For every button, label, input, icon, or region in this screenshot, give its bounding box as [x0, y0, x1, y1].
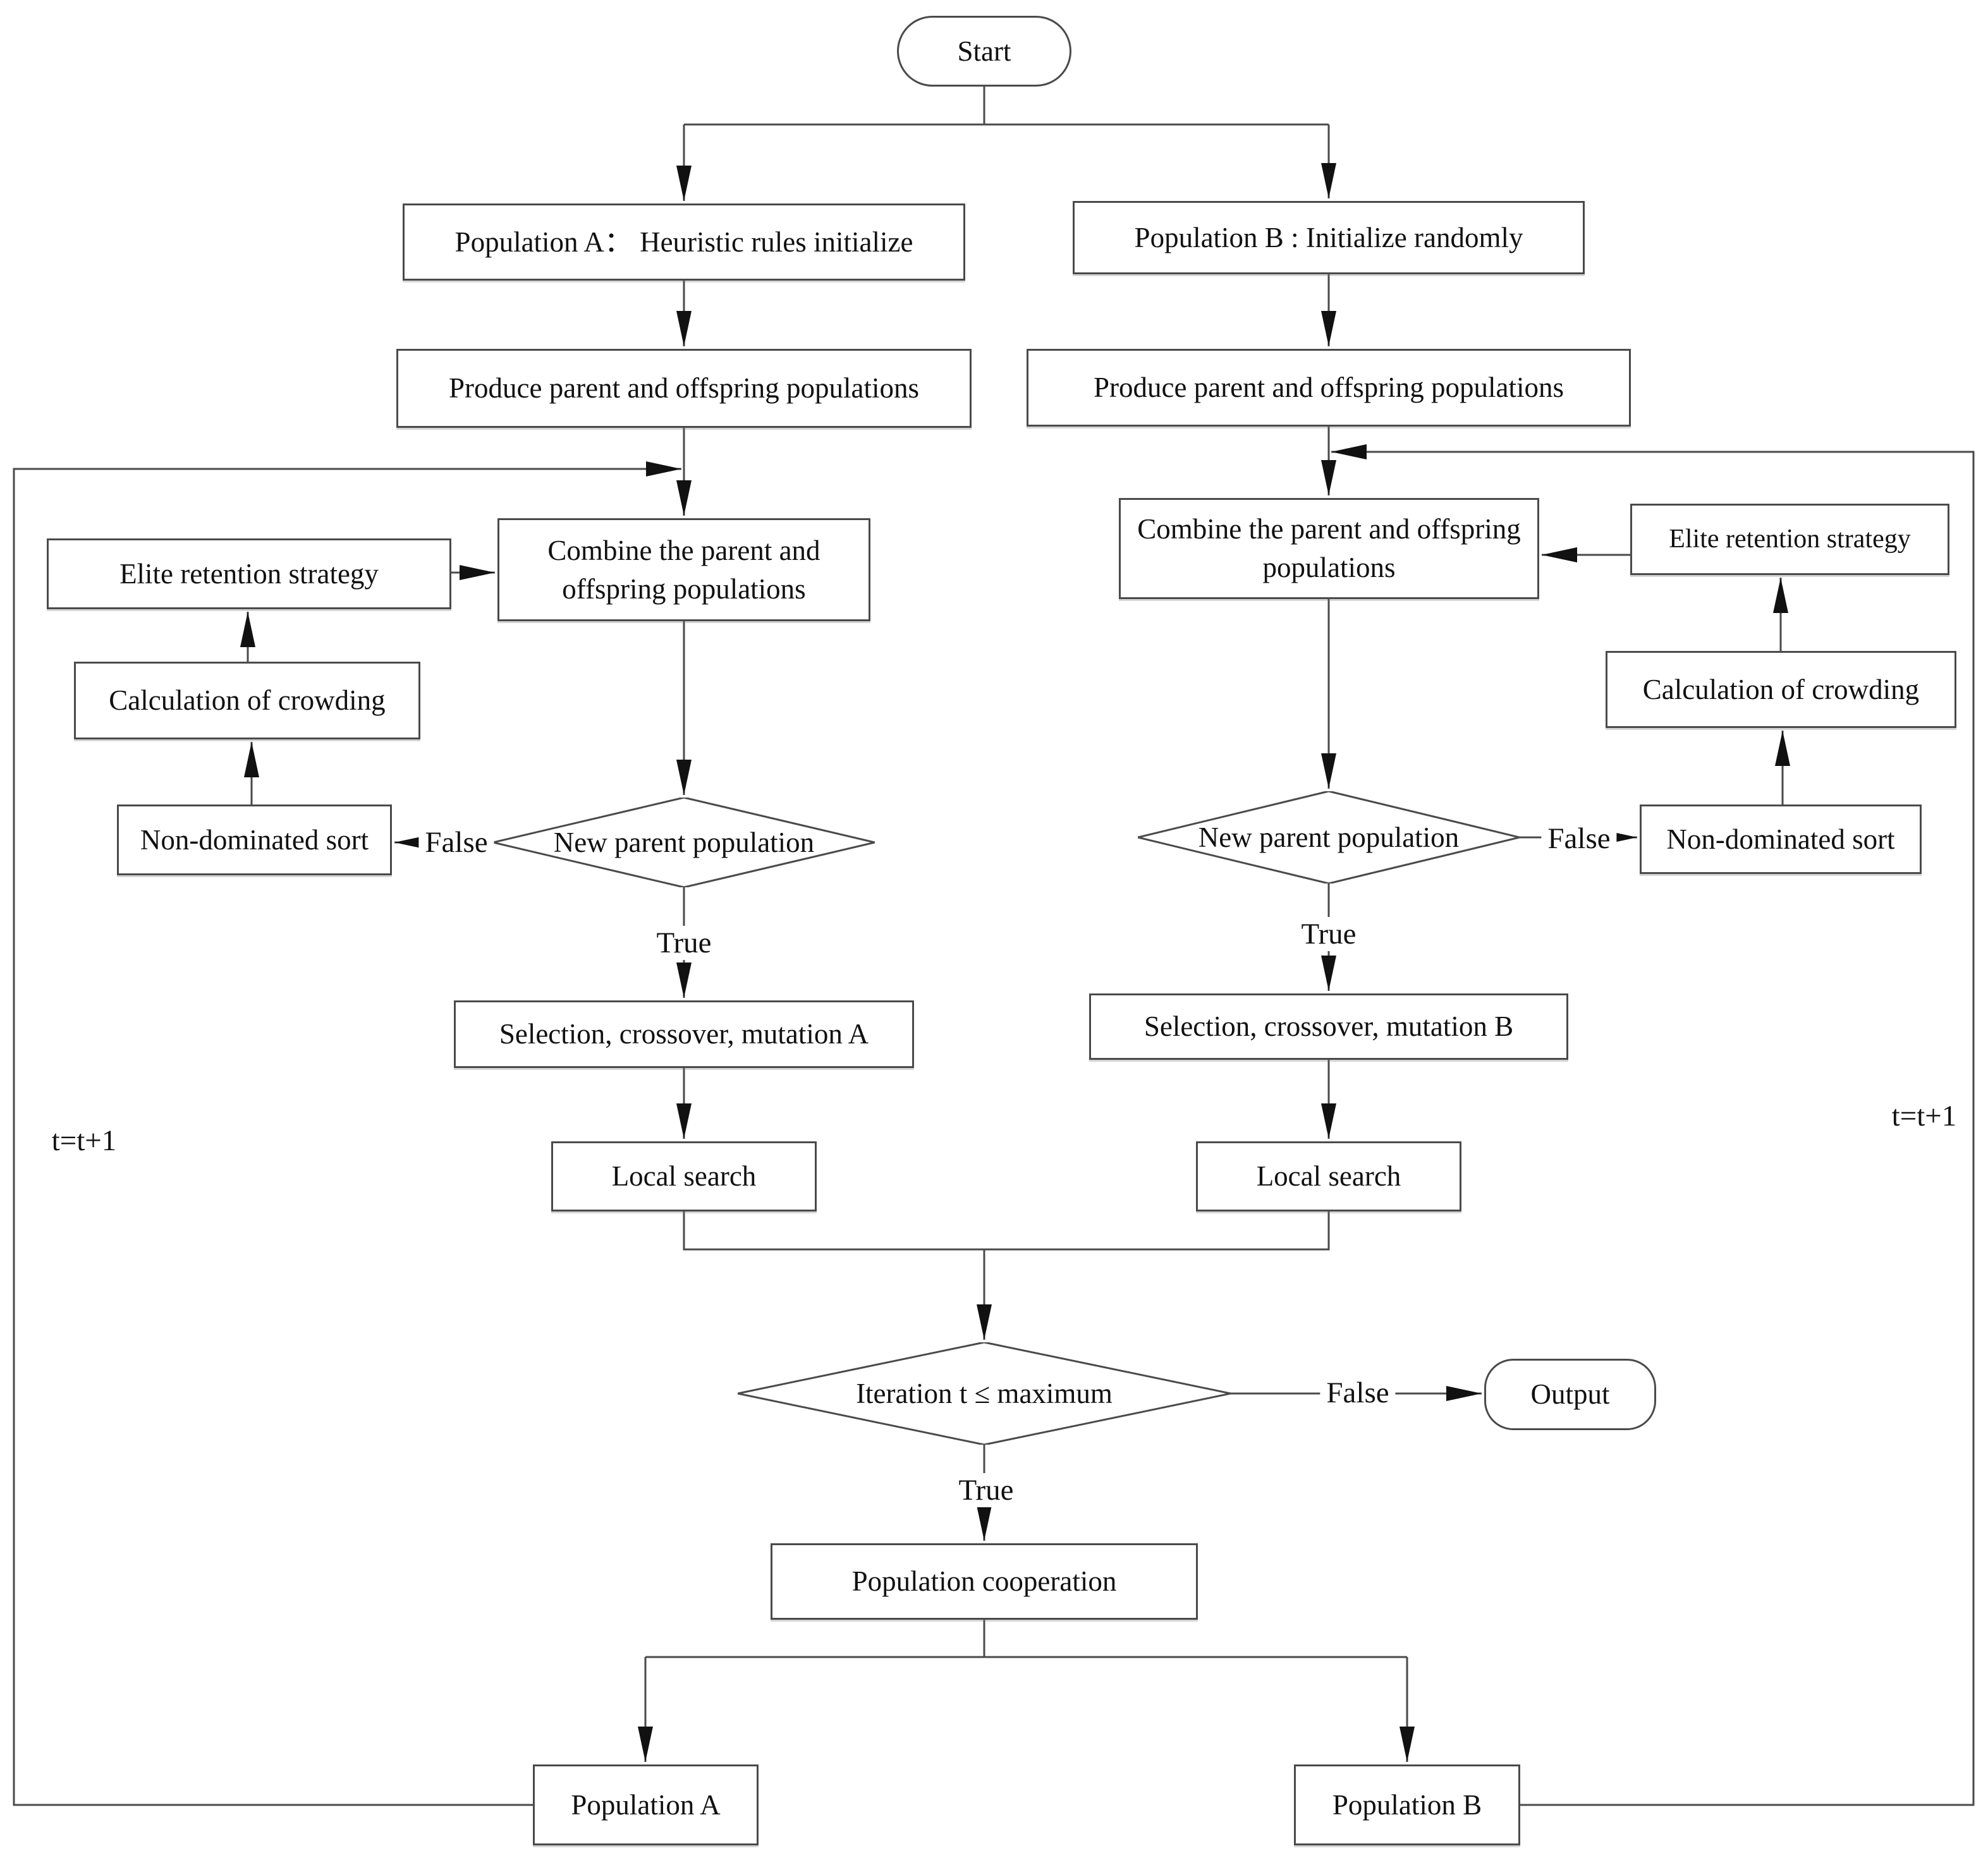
node-selection-a-label: Selection, crossover, mutation A	[499, 1018, 869, 1050]
edge-loop-right	[1331, 444, 1975, 1806]
edge-loop-left	[13, 461, 681, 1806]
node-elite-b: Elite retention strategy	[1630, 504, 1949, 575]
node-combine-a-label: Combine the parent and offspring populat…	[547, 534, 820, 605]
label-false-b: False	[1541, 822, 1617, 856]
label-false-iteration: False	[1320, 1376, 1396, 1410]
node-population-b-init: Population B : Initialize randomly	[1073, 201, 1585, 274]
decision-shape	[738, 1342, 1231, 1445]
node-nondominated-b: Non-dominated sort	[1640, 805, 1922, 874]
node-crowding-b: Calculation of crowding	[1606, 651, 1956, 728]
node-output-label: Output	[1530, 1378, 1610, 1411]
node-decision-new-parent-a-label: New parent population	[553, 826, 815, 858]
node-decision-new-parent-a: New parent population	[493, 798, 875, 887]
node-local-search-b-label: Local search	[1256, 1160, 1401, 1193]
node-produce-b: Produce parent and offspring populations	[1027, 349, 1631, 427]
node-nondominated-b-label: Non-dominated sort	[1666, 823, 1895, 855]
node-decision-iteration: Iteration t ≤ maximum	[738, 1342, 1231, 1445]
node-population-cooperation: Population cooperation	[771, 1543, 1198, 1620]
node-population-a-final: Population A	[533, 1764, 759, 1845]
node-elite-a: Elite retention strategy	[47, 538, 451, 609]
node-selection-a: Selection, crossover, mutation A	[454, 1000, 914, 1068]
label-t-increment-left: t=t+1	[51, 1124, 117, 1158]
node-crowding-a-label: Calculation of crowding	[109, 684, 386, 717]
label-true-b: True	[1295, 917, 1363, 951]
label-true-a: True	[650, 926, 718, 960]
node-selection-b: Selection, crossover, mutation B	[1089, 993, 1568, 1060]
node-population-a-init-label: Population A： Heuristic rules initialize	[454, 226, 913, 258]
node-produce-b-label: Produce parent and offspring populations	[1093, 372, 1564, 404]
node-output: Output	[1484, 1359, 1656, 1430]
node-population-b-init-label: Population B : Initialize randomly	[1134, 221, 1523, 253]
node-decision-new-parent-b-label: New parent population	[1198, 821, 1460, 853]
node-elite-b-label: Elite retention strategy	[1669, 525, 1911, 554]
node-local-search-a-label: Local search	[611, 1160, 757, 1193]
node-start-label: Start	[957, 35, 1011, 67]
node-combine-a: Combine the parent and offspring populat…	[497, 518, 870, 621]
node-population-cooperation-label: Population cooperation	[851, 1565, 1117, 1598]
node-population-a-init: Population A： Heuristic rules initialize	[403, 203, 965, 281]
node-local-search-b: Local search	[1196, 1141, 1461, 1211]
label-t-increment-right: t=t+1	[1891, 1099, 1957, 1133]
decision-shape	[493, 798, 875, 887]
edge-cooperation-split	[645, 1620, 1407, 1658]
node-population-b-final: Population B	[1294, 1764, 1520, 1845]
node-population-b-final-label: Population B	[1332, 1788, 1482, 1821]
decision-shape	[1138, 791, 1520, 883]
node-start: Start	[897, 16, 1071, 87]
node-produce-a-label: Produce parent and offspring populations	[448, 372, 920, 404]
node-selection-b-label: Selection, crossover, mutation B	[1143, 1011, 1514, 1043]
node-nondominated-a: Non-dominated sort	[117, 805, 392, 875]
node-combine-b-label: Combine the parent and offspring populat…	[1137, 513, 1521, 583]
node-decision-iteration-label: Iteration t ≤ maximum	[856, 1377, 1113, 1409]
node-crowding-a: Calculation of crowding	[74, 662, 420, 739]
label-false-a: False	[418, 825, 494, 859]
node-nondominated-a-label: Non-dominated sort	[140, 823, 369, 856]
node-crowding-b-label: Calculation of crowding	[1642, 673, 1920, 705]
node-elite-a-label: Elite retention strategy	[119, 557, 379, 590]
label-true-iteration: True	[952, 1473, 1020, 1507]
node-local-search-a: Local search	[551, 1141, 817, 1211]
edge-local-join	[683, 1211, 1330, 1251]
node-population-a-final-label: Population A	[571, 1788, 721, 1821]
node-produce-a: Produce parent and offspring populations	[396, 349, 972, 428]
node-decision-new-parent-b: New parent population	[1138, 791, 1520, 883]
node-combine-b: Combine the parent and offspring populat…	[1119, 498, 1539, 599]
